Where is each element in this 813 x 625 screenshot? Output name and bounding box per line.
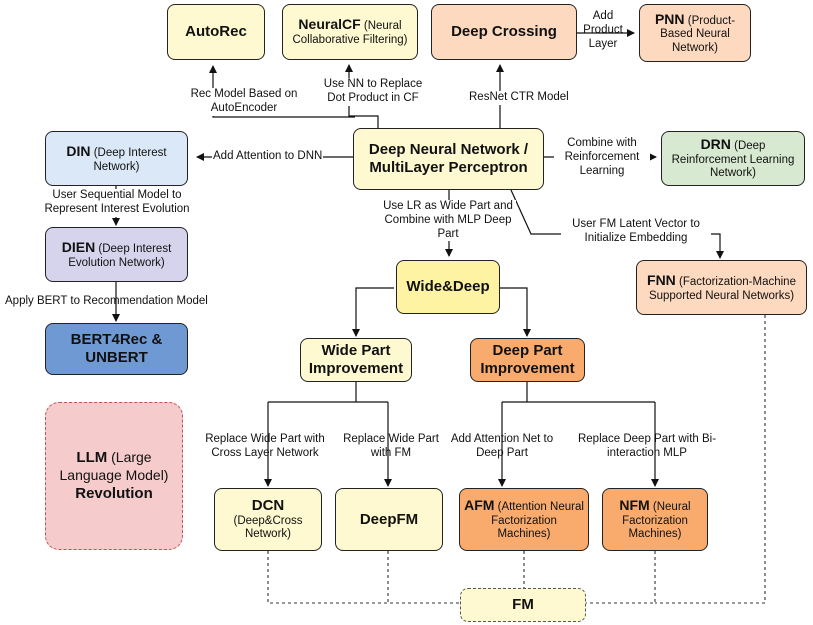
dien-subtitle: (Deep Interest Evolution Network) [68, 242, 172, 269]
label-user-seq: User Sequential Model to Represent Inter… [28, 189, 206, 217]
edge-dcn-fm [267, 551, 460, 604]
drn-title: DRN [700, 136, 731, 153]
node-wide-improvement: Wide Part Improvement [300, 338, 412, 382]
dcn-subtitle: (Deep&Cross Network) [233, 514, 303, 541]
label-add-product-layer: Add Product Layer [583, 10, 623, 50]
autorec-title: AutoRec [185, 23, 247, 41]
fm-title: FM [512, 596, 534, 614]
node-dnn: Deep Neural Network / MultiLayer Percept… [353, 128, 544, 190]
node-fm: FM [460, 588, 586, 622]
dien-label: DIEN (Deep Interest Evolution Network) [50, 239, 183, 270]
label-apply-bert: Apply BERT to Recommendation Model [5, 295, 208, 307]
afm-title: AFM [464, 497, 495, 514]
node-afm: AFM (Attention Neural Factorization Mach… [459, 488, 589, 551]
neuralcf-label: NeuralCF (Neural Collaborative Filtering… [287, 16, 413, 47]
din-label: DIN (Deep Interest Network) [50, 143, 183, 174]
node-drn: DRN (Deep Reinforcement Learning Network… [661, 131, 805, 186]
node-widedeep: Wide&Deep [396, 260, 500, 314]
pnn-subtitle: (Product-Based Neural Network) [660, 14, 736, 54]
label-add-attention: Add Attention to DNN [212, 150, 324, 164]
node-dien: DIEN (Deep Interest Evolution Network) [45, 227, 188, 282]
node-din: DIN (Deep Interest Network) [45, 131, 188, 186]
edge-wide-split [268, 382, 388, 403]
node-deepfm: DeepFM [335, 488, 443, 551]
drn-subtitle: (Deep Reinforcement Learning Network) [671, 140, 795, 180]
fnn-title: FNN [647, 271, 676, 288]
label-user-fm: User FM Latent Vector to Initialize Embe… [561, 218, 711, 246]
node-dcn: DCN (Deep&Cross Network) [214, 488, 322, 551]
nfm-label: NFM (Neural Factorization Machines) [607, 497, 703, 542]
deep-line1: Deep Part [492, 342, 563, 360]
label-use-nn: Use NN to Replace Dot Product in CF [316, 78, 430, 106]
bert-line2: UNBERT [85, 349, 148, 366]
label-add-attention-net: Add Attention Net to Deep Part [450, 433, 554, 459]
fnn-subtitle: (Factorization-Machine Supported Neural … [648, 275, 796, 302]
node-llm: LLM (Large Language Model) Revolution [45, 402, 183, 550]
afm-label: AFM (Attention Neural Factorization Mach… [464, 497, 584, 542]
dien-title: DIEN [61, 238, 96, 255]
llm-tail: Revolution [75, 484, 153, 502]
nfm-subtitle: (Neural Factorization Machines) [622, 501, 691, 541]
dcn-title: DCN [251, 497, 285, 515]
node-pnn: PNN (Product-Based Neural Network) [639, 4, 751, 62]
edge-widedeep-wide [352, 287, 394, 337]
deepcrossing-title: Deep Crossing [451, 23, 557, 41]
edge-fnn-fm [655, 315, 766, 604]
label-replace-deep-bi: Replace Deep Part with Bi-interaction ML… [577, 433, 717, 459]
node-neuralcf: NeuralCF (Neural Collaborative Filtering… [282, 4, 418, 60]
neuralcf-title: NeuralCF [298, 16, 361, 33]
node-bert: BERT4Rec & UNBERT [45, 323, 188, 375]
wide-line1: Wide Part [321, 342, 391, 360]
nfm-title: NFM [619, 497, 650, 514]
edge-widedeep-deep [500, 287, 531, 337]
llm-label: LLM (Large Language Model) Revolution [50, 449, 178, 504]
node-deepcrossing: Deep Crossing [431, 4, 577, 60]
label-use-lr: Use LR as Wide Part and Combine with MLP… [380, 200, 516, 242]
label-resnet: ResNet CTR Model [468, 91, 570, 105]
edge-dnn-autorec [209, 65, 355, 118]
node-fnn: FNN (Factorization-Machine Supported Neu… [636, 260, 807, 315]
dnn-line2: MultiLayer Perceptron [369, 159, 528, 176]
node-nfm: NFM (Neural Factorization Machines) [602, 488, 708, 551]
deepfm-title: DeepFM [359, 510, 419, 528]
neuralcf-subtitle: (Neural Collaborative Filtering) [292, 20, 408, 46]
drn-label: DRN (Deep Reinforcement Learning Network… [666, 136, 800, 181]
label-replace-wide-cross: Replace Wide Part with Cross Layer Netwo… [205, 433, 325, 459]
wide-line2: Improvement [308, 360, 404, 377]
pnn-title: PNN [654, 10, 685, 27]
din-title: DIN [66, 142, 91, 159]
label-rec-model: Rec Model Based on AutoEncoder [182, 88, 306, 116]
llm-subtitle: (Large Language Model) [59, 448, 169, 484]
edge-nfm-fm [586, 551, 656, 604]
edge-deep-split [502, 382, 655, 403]
node-autorec: AutoRec [167, 4, 265, 60]
pnn-label: PNN (Product-Based Neural Network) [644, 11, 746, 56]
fnn-label: FNN (Factorization-Machine Supported Neu… [641, 272, 802, 303]
label-combine-rl: Combine with Reinforcement Learning [554, 137, 650, 179]
bert-line1: BERT4Rec & [70, 331, 163, 349]
din-subtitle: (Deep Interest Network) [93, 146, 167, 173]
widedeep-title: Wide&Deep [406, 278, 490, 296]
llm-title: LLM [76, 448, 108, 466]
label-replace-wide-fm: Replace Wide Part with FM [343, 433, 439, 459]
dnn-line1: Deep Neural Network / [368, 141, 529, 159]
afm-subtitle: (Attention Neural Factorization Machines… [491, 501, 584, 541]
deep-line2: Improvement [480, 360, 575, 377]
node-deep-improvement: Deep Part Improvement [470, 338, 585, 382]
